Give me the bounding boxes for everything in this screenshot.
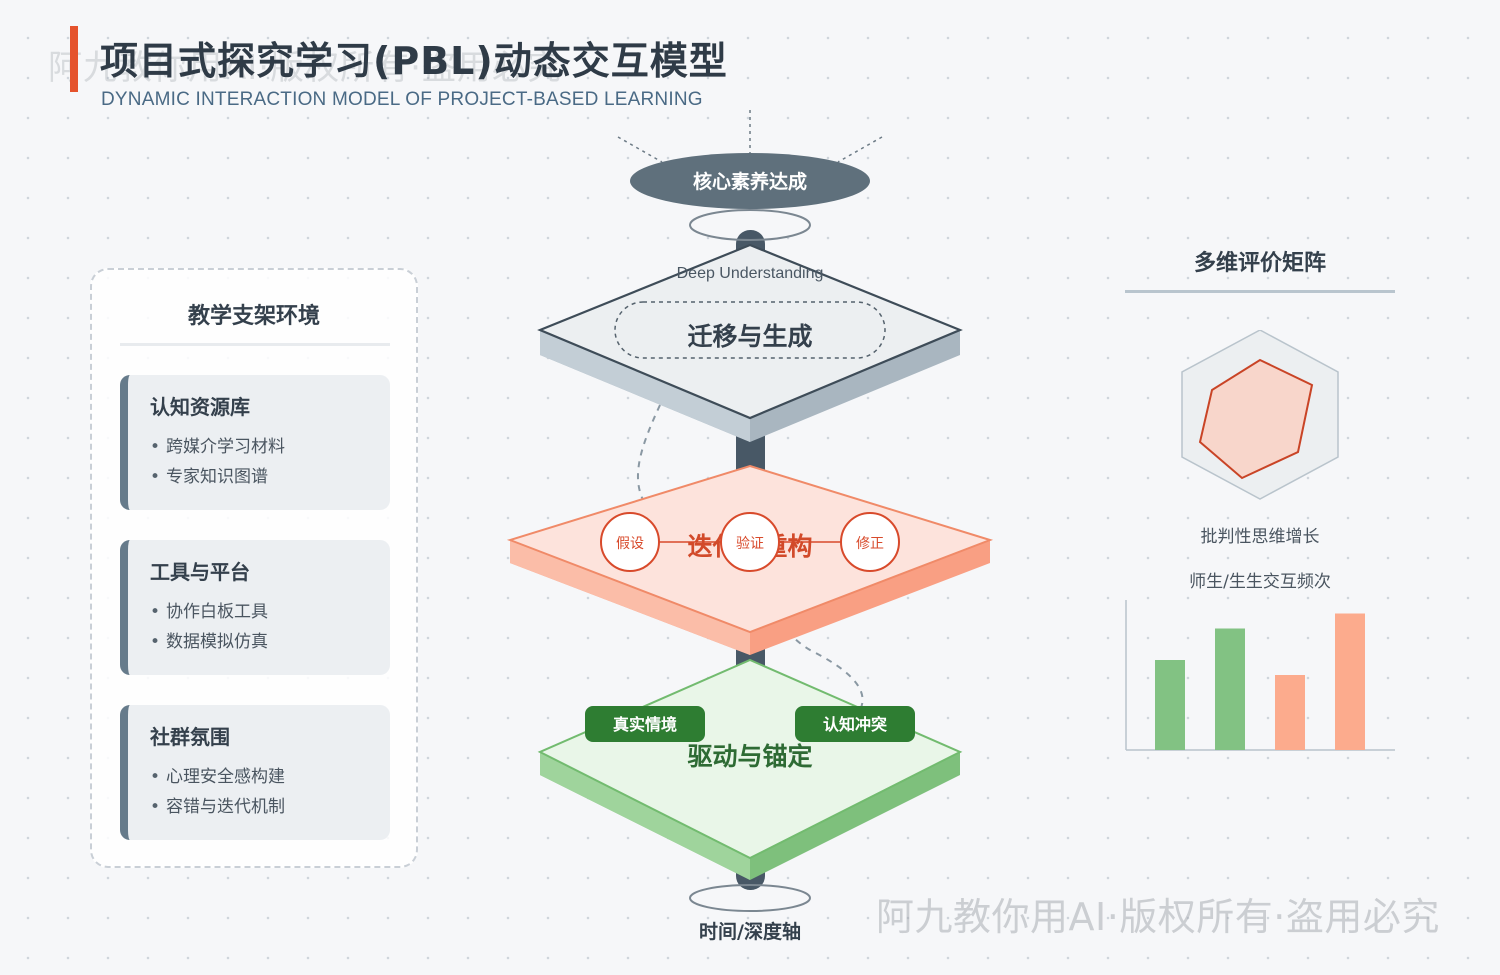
card-item: 跨媒介学习材料 (150, 432, 285, 457)
top-layer (537, 243, 963, 442)
card-title: 社群氛围 (150, 725, 230, 749)
scaffold-panel-title: 教学支架环境 (187, 304, 320, 329)
card-tools-platform: 工具与平台 协作白板工具 数据模拟仿真 (120, 540, 390, 675)
card-title: 认知资源库 (150, 395, 250, 419)
goal-label: 核心素养达成 (693, 170, 807, 193)
radar-label: 批判性思维增长 (1200, 527, 1320, 547)
step-circle-verify: 验证 (720, 512, 780, 572)
step-hypothesis: 假设 (616, 536, 644, 552)
evaluation-matrix-divider (1125, 290, 1395, 293)
tag-real-context-label: 真实情境 (613, 715, 677, 734)
card-item: 心理安全感构建 (150, 762, 285, 787)
card-title: 工具与平台 (150, 560, 250, 584)
tag-real-context: 真实情境 (585, 706, 705, 742)
radar-chart (1181, 330, 1339, 500)
evaluation-matrix-title: 多维评价矩阵 (1193, 251, 1326, 276)
watermark-bottom: 阿九教你用AI·版权所有·盗用必究 (876, 895, 1440, 939)
top-layer-dashed-box (614, 301, 886, 359)
step-circle-revise: 修正 (840, 512, 900, 572)
page-title: 项目式探究学习(PBL)动态交互模型 (100, 39, 728, 83)
step-circle-hypothesis: 假设 (600, 512, 660, 572)
radar-polygon (1198, 358, 1314, 480)
page-subtitle: DYNAMIC INTERACTION MODEL OF PROJECT-BAS… (101, 89, 703, 110)
card-item: 协作白板工具 (150, 597, 268, 622)
card-cognitive-resources: 认知资源库 跨媒介学习材料 专家知识图谱 (120, 375, 390, 510)
bar-2 (1215, 628, 1245, 750)
top-layer-caption: Deep Understanding (677, 265, 824, 282)
step-revise: 修正 (856, 536, 884, 552)
goal-ellipse (630, 153, 870, 209)
axis-base-ring (689, 884, 811, 912)
axis-top-ring (689, 209, 811, 241)
card-community-climate: 社群氛围 心理安全感构建 容错与迭代机制 (120, 705, 390, 840)
bar-3 (1275, 675, 1305, 750)
goal-rays (617, 110, 883, 163)
bar-chart-label: 师生/生生交互频次 (1189, 572, 1331, 592)
bar-4 (1335, 613, 1365, 750)
card-item: 专家知识图谱 (150, 462, 268, 487)
card-item: 容错与迭代机制 (150, 792, 285, 817)
tag-cognitive-conflict-label: 认知冲突 (823, 715, 887, 734)
scaffold-panel-divider (120, 343, 390, 346)
top-layer-label: 迁移与生成 (687, 322, 812, 351)
axis-label: 时间/深度轴 (699, 920, 801, 943)
tag-cognitive-conflict: 认知冲突 (795, 706, 915, 742)
watermark-top: 阿九教你用AI·版权所有·盗用必究 (48, 48, 562, 88)
step-verify: 验证 (736, 536, 764, 552)
bottom-layer-label: 驱动与锚定 (687, 742, 812, 771)
title-accent-bar (70, 26, 78, 92)
interaction-bar-chart (1125, 600, 1395, 751)
card-item: 数据模拟仿真 (150, 627, 268, 652)
bar-1 (1155, 660, 1185, 750)
